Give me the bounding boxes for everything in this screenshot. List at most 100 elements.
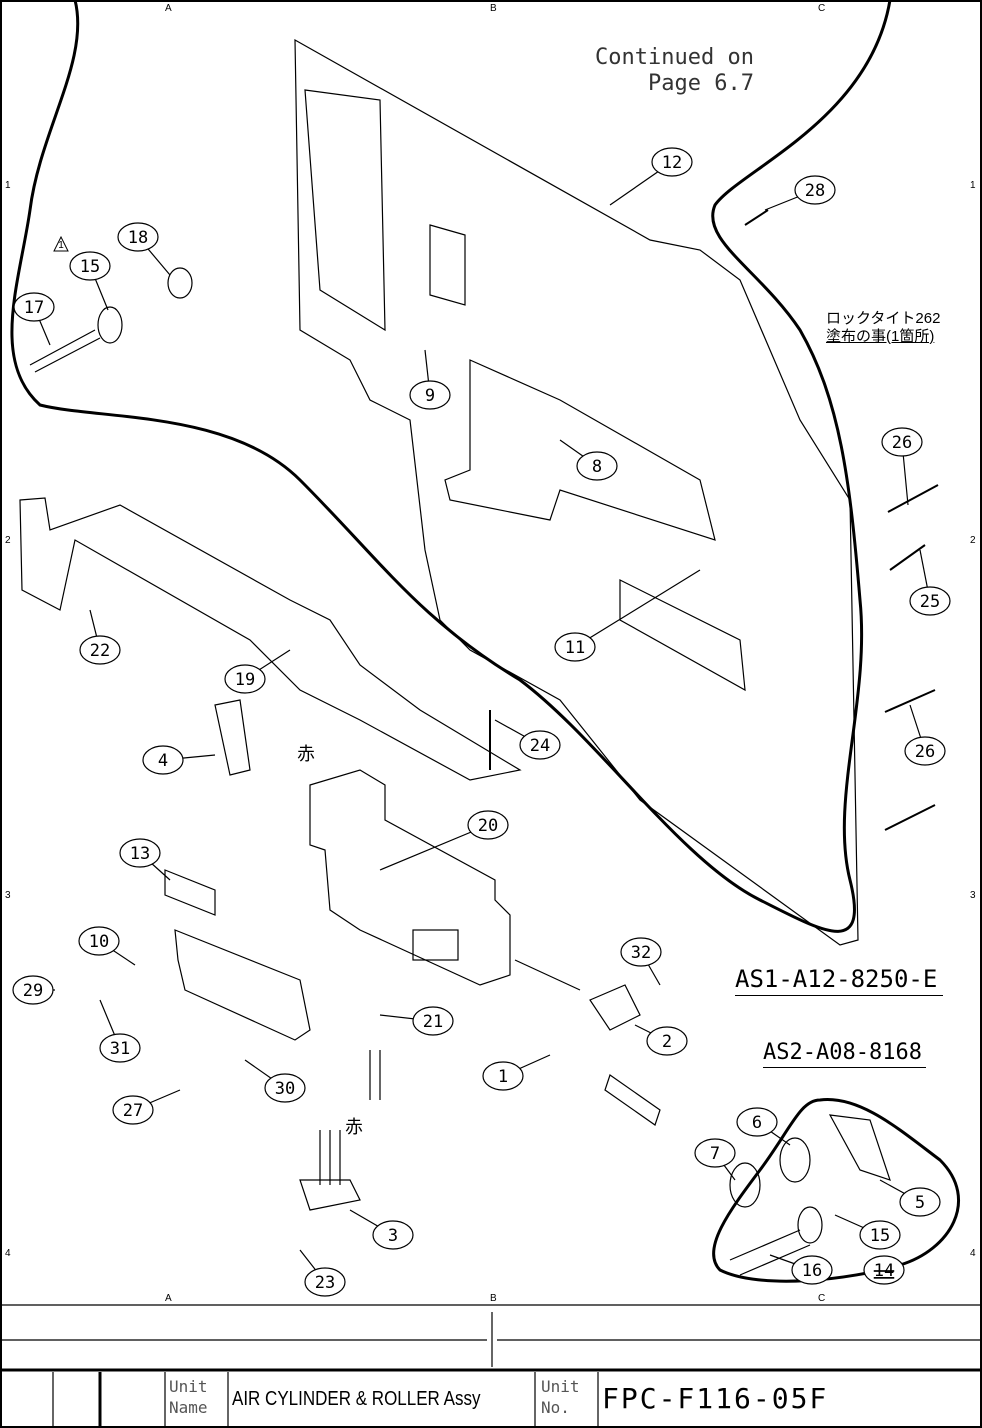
roller-18	[168, 268, 192, 298]
callout-number: 27	[123, 1101, 143, 1121]
callout-number: 11	[565, 638, 585, 658]
callout-number: 25	[920, 592, 940, 612]
callout-32: 32	[621, 938, 661, 985]
callout-number: 23	[315, 1273, 335, 1293]
grid-column-label: A	[165, 3, 172, 14]
callout-number: 28	[805, 181, 825, 201]
collar-15	[798, 1207, 822, 1243]
callout-number: 7	[710, 1144, 720, 1164]
callout-number: 21	[423, 1012, 443, 1032]
callout-22: 22	[80, 610, 120, 664]
callout-number: 32	[631, 943, 651, 963]
callout-number: 8	[592, 457, 602, 477]
callout-7: 7	[695, 1139, 735, 1180]
callout-number: 17	[24, 298, 44, 318]
callout-16: 16	[770, 1255, 832, 1284]
callout-number: 30	[275, 1079, 295, 1099]
callout-2: 2	[635, 1025, 687, 1055]
grid-row-label: 4	[5, 1248, 11, 1259]
connector-4	[215, 700, 250, 775]
callout-10: 10	[79, 927, 135, 965]
continued-note: Continued on Page 6.7	[595, 45, 754, 97]
cylinder-rod-and-bracket	[175, 930, 580, 1040]
callout-number: 1	[498, 1067, 508, 1087]
unit-number: FPC-F116-05F	[602, 1382, 828, 1415]
callout-number: 4	[158, 751, 168, 771]
grid-row-label: 3	[970, 890, 976, 901]
callout-8: 8	[560, 440, 617, 480]
callout-30: 30	[245, 1060, 305, 1102]
fitting-tube-21	[370, 1050, 380, 1100]
callout-21: 21	[380, 1007, 453, 1035]
callout-number: 14	[874, 1261, 894, 1281]
callout-number: 22	[90, 641, 110, 661]
callout-24: 24	[495, 720, 560, 759]
plate-slot	[620, 580, 745, 690]
callout-number: 5	[915, 1193, 925, 1213]
callout-15: 15	[70, 252, 110, 310]
callout-31: 31	[100, 1000, 140, 1062]
callout-9: 9	[410, 350, 450, 409]
callout-23: 23	[300, 1250, 345, 1296]
callout-number: 18	[128, 228, 148, 248]
callout-26: 26	[882, 428, 922, 505]
callout-number: 9	[425, 386, 435, 406]
bracket-5	[830, 1115, 890, 1180]
grid-column-label: C	[818, 3, 825, 14]
callout-27: 27	[113, 1090, 180, 1124]
callout-4: 4	[143, 746, 215, 774]
grid-column-label: C	[818, 1293, 825, 1304]
knob-7	[730, 1163, 760, 1207]
leader-line	[575, 570, 700, 647]
callout-number: 3	[388, 1226, 398, 1246]
unit-name-label: Unit Name	[169, 1376, 208, 1418]
section-break-line	[12, 0, 890, 931]
callout-number: 16	[802, 1261, 822, 1281]
unit-no-label: Unit No.	[541, 1376, 580, 1418]
callout-26: 26	[905, 705, 945, 765]
spring-6	[780, 1138, 810, 1182]
red-wire-mark: 赤	[345, 1113, 363, 1139]
grid-column-label: B	[490, 1293, 497, 1304]
callout-number: 19	[235, 670, 255, 690]
callout-6: 6	[737, 1108, 790, 1145]
air-cylinder-20	[310, 770, 510, 985]
shaft-17	[30, 330, 100, 372]
callout-20: 20	[380, 811, 508, 870]
callout-number: 15	[80, 257, 100, 277]
title-block-lines	[2, 1305, 980, 1367]
assembly-number-as2: AS2-A08-8168	[763, 1040, 926, 1068]
loctite-note: ロックタイト262 塗布の事(1箇所)	[826, 310, 940, 346]
grid-column-label: B	[490, 3, 497, 14]
callout-29: 29	[13, 976, 55, 1004]
grid-row-label: 4	[970, 1248, 976, 1259]
cylinder-label-plate	[413, 930, 458, 960]
callout-number: 2	[662, 1032, 672, 1052]
callout-number: 26	[892, 433, 912, 453]
unit-name: AIR CYLINDER & ROLLER Assy	[232, 1388, 480, 1411]
callout-3: 3	[350, 1210, 413, 1249]
callout-number: 12	[662, 153, 682, 173]
callout-number: 20	[478, 816, 498, 836]
plate-cutout	[305, 90, 385, 330]
callout-number: 6	[752, 1113, 762, 1133]
grid-column-label: A	[165, 1293, 172, 1304]
side-plate-12	[295, 40, 858, 945]
callout-18: 18	[118, 223, 170, 275]
red-wire-mark: 赤	[297, 740, 315, 766]
callout-5: 5	[880, 1180, 940, 1216]
callout-15: 15	[835, 1215, 900, 1249]
callout-number: 13	[130, 844, 150, 864]
callout-number: 26	[915, 742, 935, 762]
callout-13: 13	[120, 839, 170, 880]
callout-number: 29	[23, 981, 43, 1001]
grid-row-label: 2	[970, 535, 976, 546]
callout-17: 17	[14, 293, 54, 345]
callout-number: 31	[110, 1039, 130, 1059]
collar-15-top	[98, 307, 122, 343]
callout-number: 10	[89, 932, 109, 952]
callout-number: 24	[530, 736, 550, 756]
grid-row-label: 3	[5, 890, 11, 901]
